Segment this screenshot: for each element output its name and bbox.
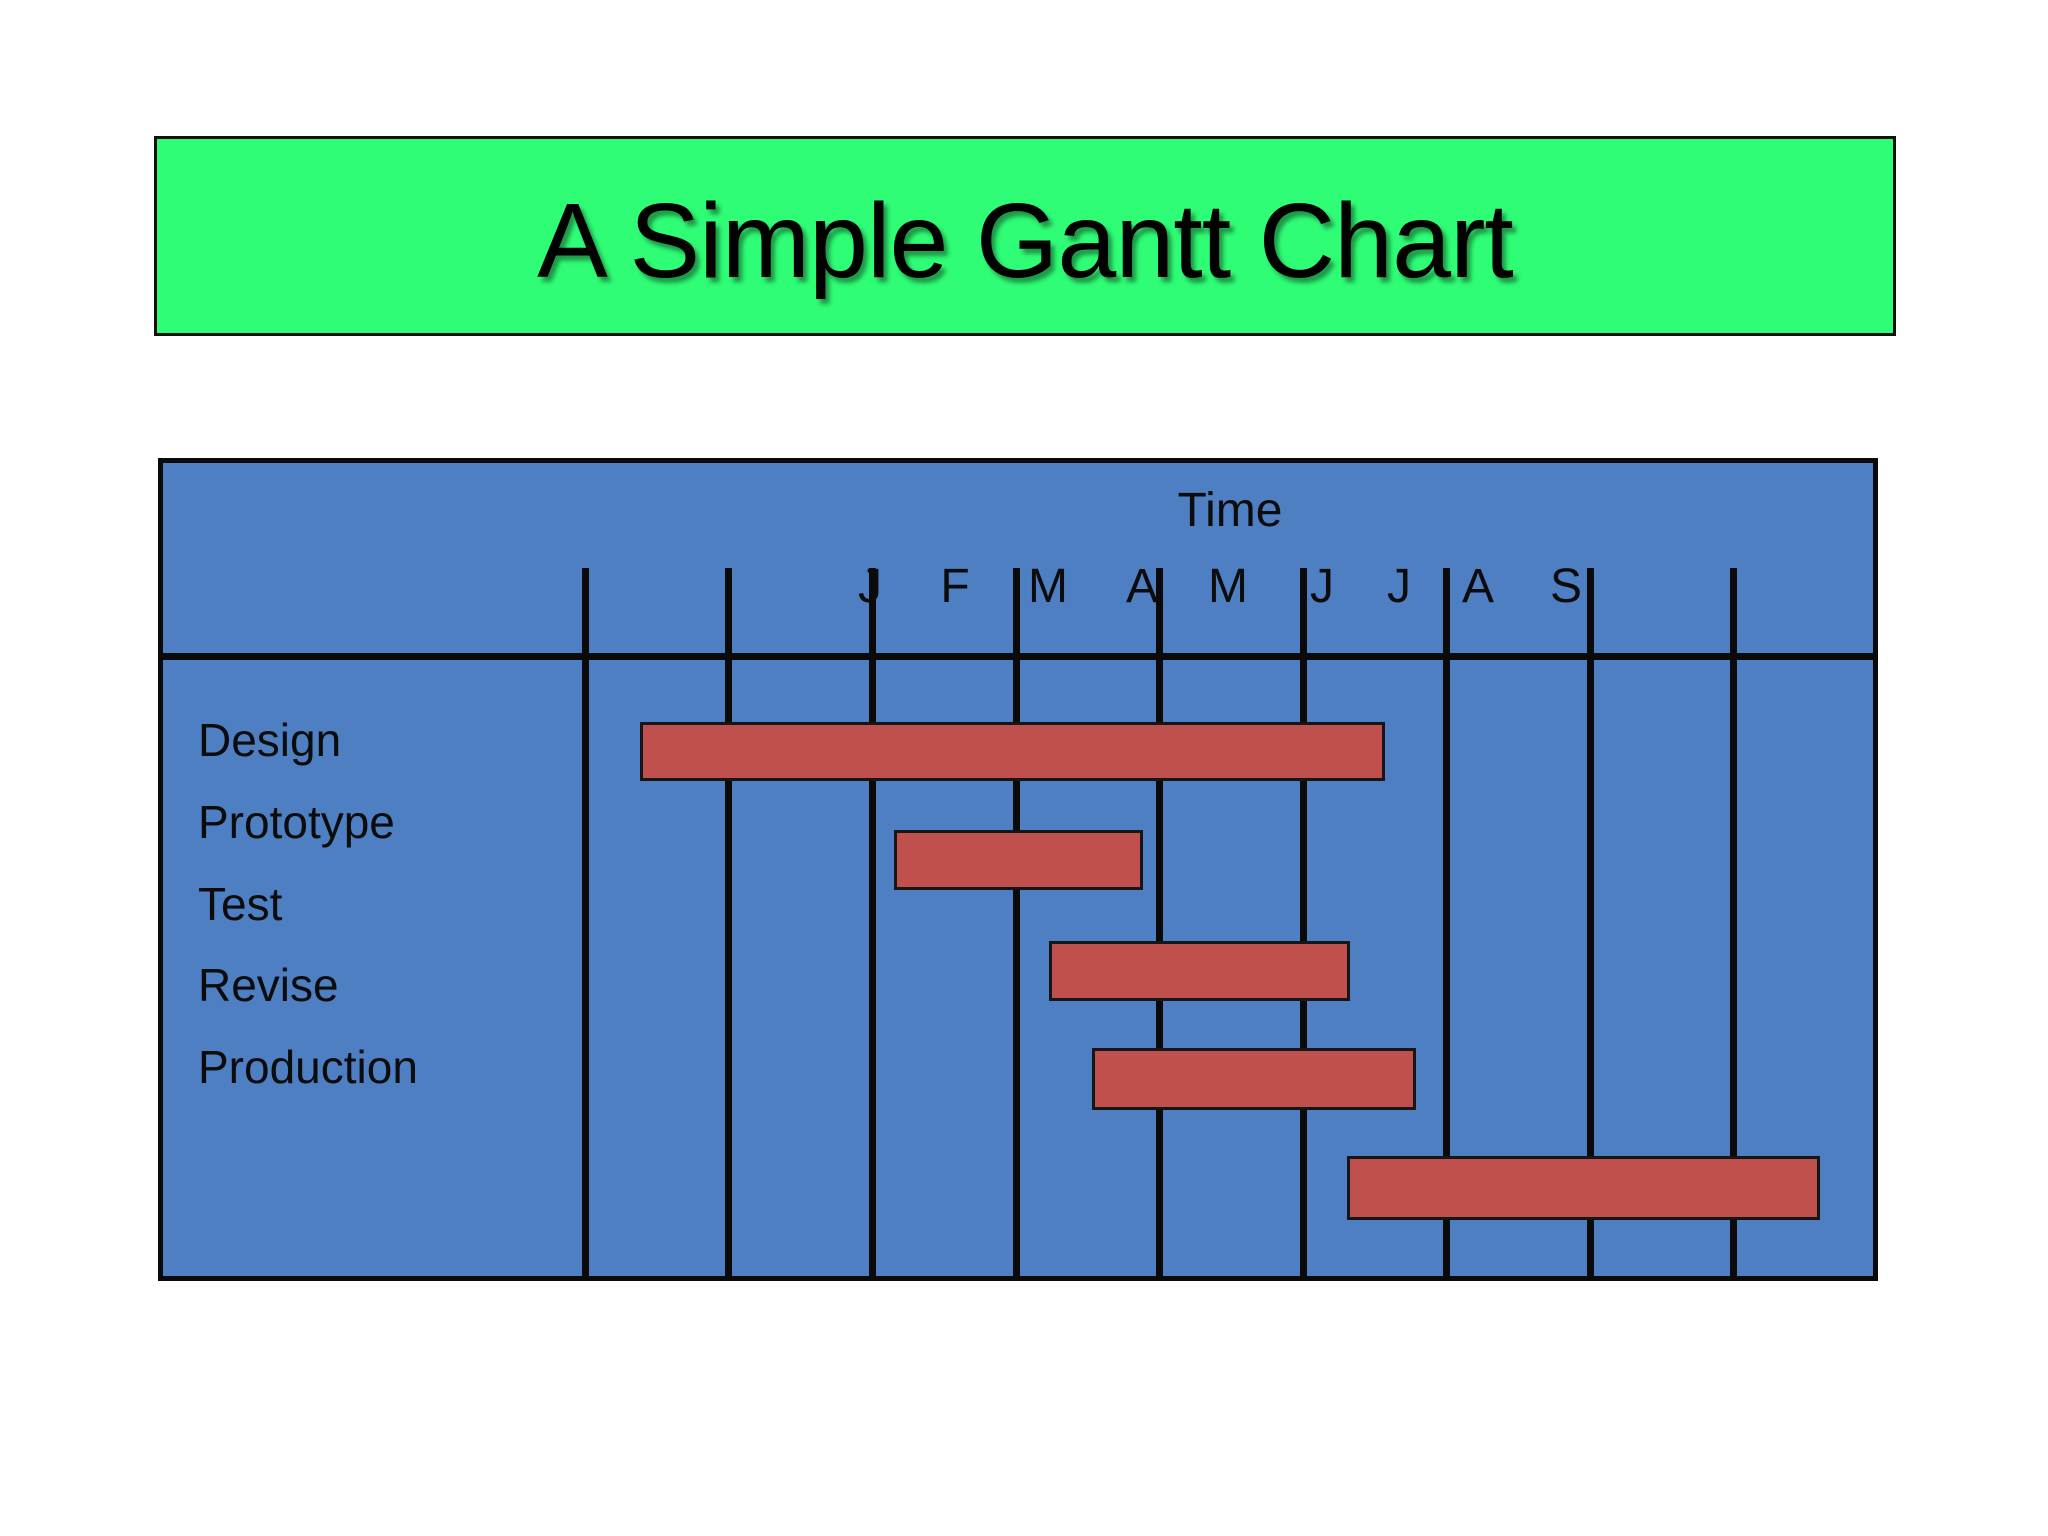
month-label: M: [1028, 560, 1068, 613]
time-axis-title: Time: [1177, 484, 1283, 537]
gridline: [1587, 568, 1594, 1276]
gantt-bar-test: [1049, 941, 1350, 1001]
month-label: J: [1387, 560, 1411, 613]
task-label: Prototype: [198, 796, 395, 848]
gridline: [725, 568, 732, 1276]
title-banner: A Simple Gantt Chart: [154, 136, 1896, 336]
gantt-bar-prototype: [894, 830, 1143, 890]
gantt-bar-production: [1347, 1156, 1820, 1220]
month-label: J: [1310, 560, 1334, 613]
gridline: [582, 568, 589, 1276]
gantt-bar-revise: [1092, 1048, 1416, 1110]
month-label: J: [858, 560, 882, 613]
gridline: [1300, 568, 1307, 1276]
gantt-bar-design: [640, 722, 1385, 781]
slide-title: A Simple Gantt Chart: [537, 181, 1514, 300]
month-label: M: [1208, 560, 1248, 613]
gridline: [1443, 568, 1450, 1276]
gridline: [1156, 568, 1163, 1276]
header-divider-line: [163, 653, 1873, 660]
gridline: [1730, 568, 1737, 1276]
month-label: A: [1461, 560, 1494, 613]
month-label: S: [1549, 560, 1582, 613]
task-label: Design: [198, 714, 342, 766]
month-label: F: [940, 560, 970, 613]
month-label: A: [1125, 560, 1158, 613]
gridline: [869, 568, 876, 1276]
task-label: Test: [198, 878, 283, 930]
gridline: [1013, 568, 1020, 1276]
task-label: Revise: [198, 959, 339, 1011]
task-label: Production: [198, 1041, 418, 1093]
